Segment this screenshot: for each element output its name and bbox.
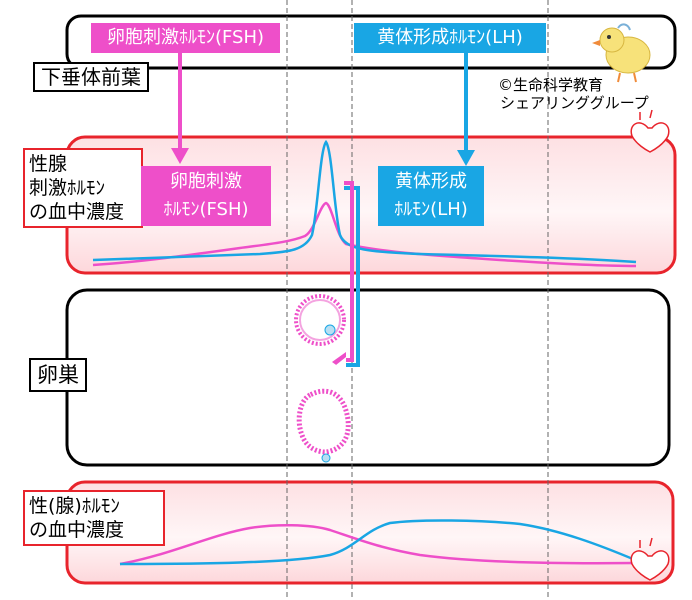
- corpus-luteum-icon: [296, 388, 351, 463]
- lh-mid-box: 黄体形成 ﾎﾙﾓﾝ(LH): [378, 166, 484, 226]
- lh-curve: [92, 139, 637, 264]
- follicle-icon: [294, 294, 346, 346]
- ovary-label-box: 卵巣: [29, 358, 87, 392]
- lh-mid-label-line-2: ﾎﾙﾓﾝ(LH): [394, 199, 468, 220]
- fsh-mid-label-line-2: ﾎﾙﾓﾝ(FSH): [163, 199, 249, 220]
- gonadotropin-label-line-2: 刺激ﾎﾙﾓﾝ: [29, 177, 106, 199]
- fsh-mid-box: 卵胞刺激 ﾎﾙﾓﾝ(FSH): [141, 166, 271, 226]
- estrogen-curve: [119, 523, 641, 566]
- fsh-arrow: [171, 50, 189, 164]
- ovary-label: 卵巣: [37, 363, 79, 387]
- credit-line-2: シェアリンググループ: [500, 94, 649, 112]
- gonadotropin-label-line-1: 性腺: [29, 153, 68, 175]
- credit-line-1: ©生命科学教育: [498, 76, 604, 94]
- lh-top-label: 黄体形成ﾎﾙﾓﾝ(LH): [377, 27, 523, 48]
- progesterone-curve: [119, 519, 641, 566]
- ovary-panel: [65, 288, 671, 467]
- lh-arrow: [457, 50, 475, 166]
- sex-hormone-label-box: 性(腺)ﾎﾙﾓﾝ の血中濃度: [23, 490, 165, 546]
- lh-mid-label-line-1: 黄体形成: [395, 171, 467, 192]
- fsh-curve: [92, 201, 637, 268]
- fsh-top-label: 卵胞刺激ﾎﾙﾓﾝ(FSH): [106, 27, 265, 48]
- heart-icon: [630, 537, 670, 581]
- chick-mascot-icon: [592, 23, 651, 83]
- heart-icon: [630, 109, 670, 153]
- sex-hormone-label-line-2: の血中濃度: [29, 519, 125, 541]
- pituitary-label-box: 下垂体前葉: [33, 62, 149, 92]
- gonadotropin-label-line-3: の血中濃度: [29, 201, 125, 223]
- fsh-top-box: 卵胞刺激ﾎﾙﾓﾝ(FSH): [91, 23, 280, 53]
- ovulation-arrow: [332, 181, 360, 373]
- fsh-mid-label-line-1: 卵胞刺激: [170, 171, 242, 192]
- pituitary-label: 下垂体前葉: [41, 65, 141, 89]
- lh-top-box: 黄体形成ﾎﾙﾓﾝ(LH): [354, 23, 546, 53]
- gonadotropin-label-box: 性腺 刺激ﾎﾙﾓﾝ の血中濃度: [23, 148, 143, 228]
- sex-hormone-label-line-1: 性(腺)ﾎﾙﾓﾝ: [29, 495, 120, 517]
- credit: ©生命科学教育 シェアリンググループ: [498, 76, 649, 112]
